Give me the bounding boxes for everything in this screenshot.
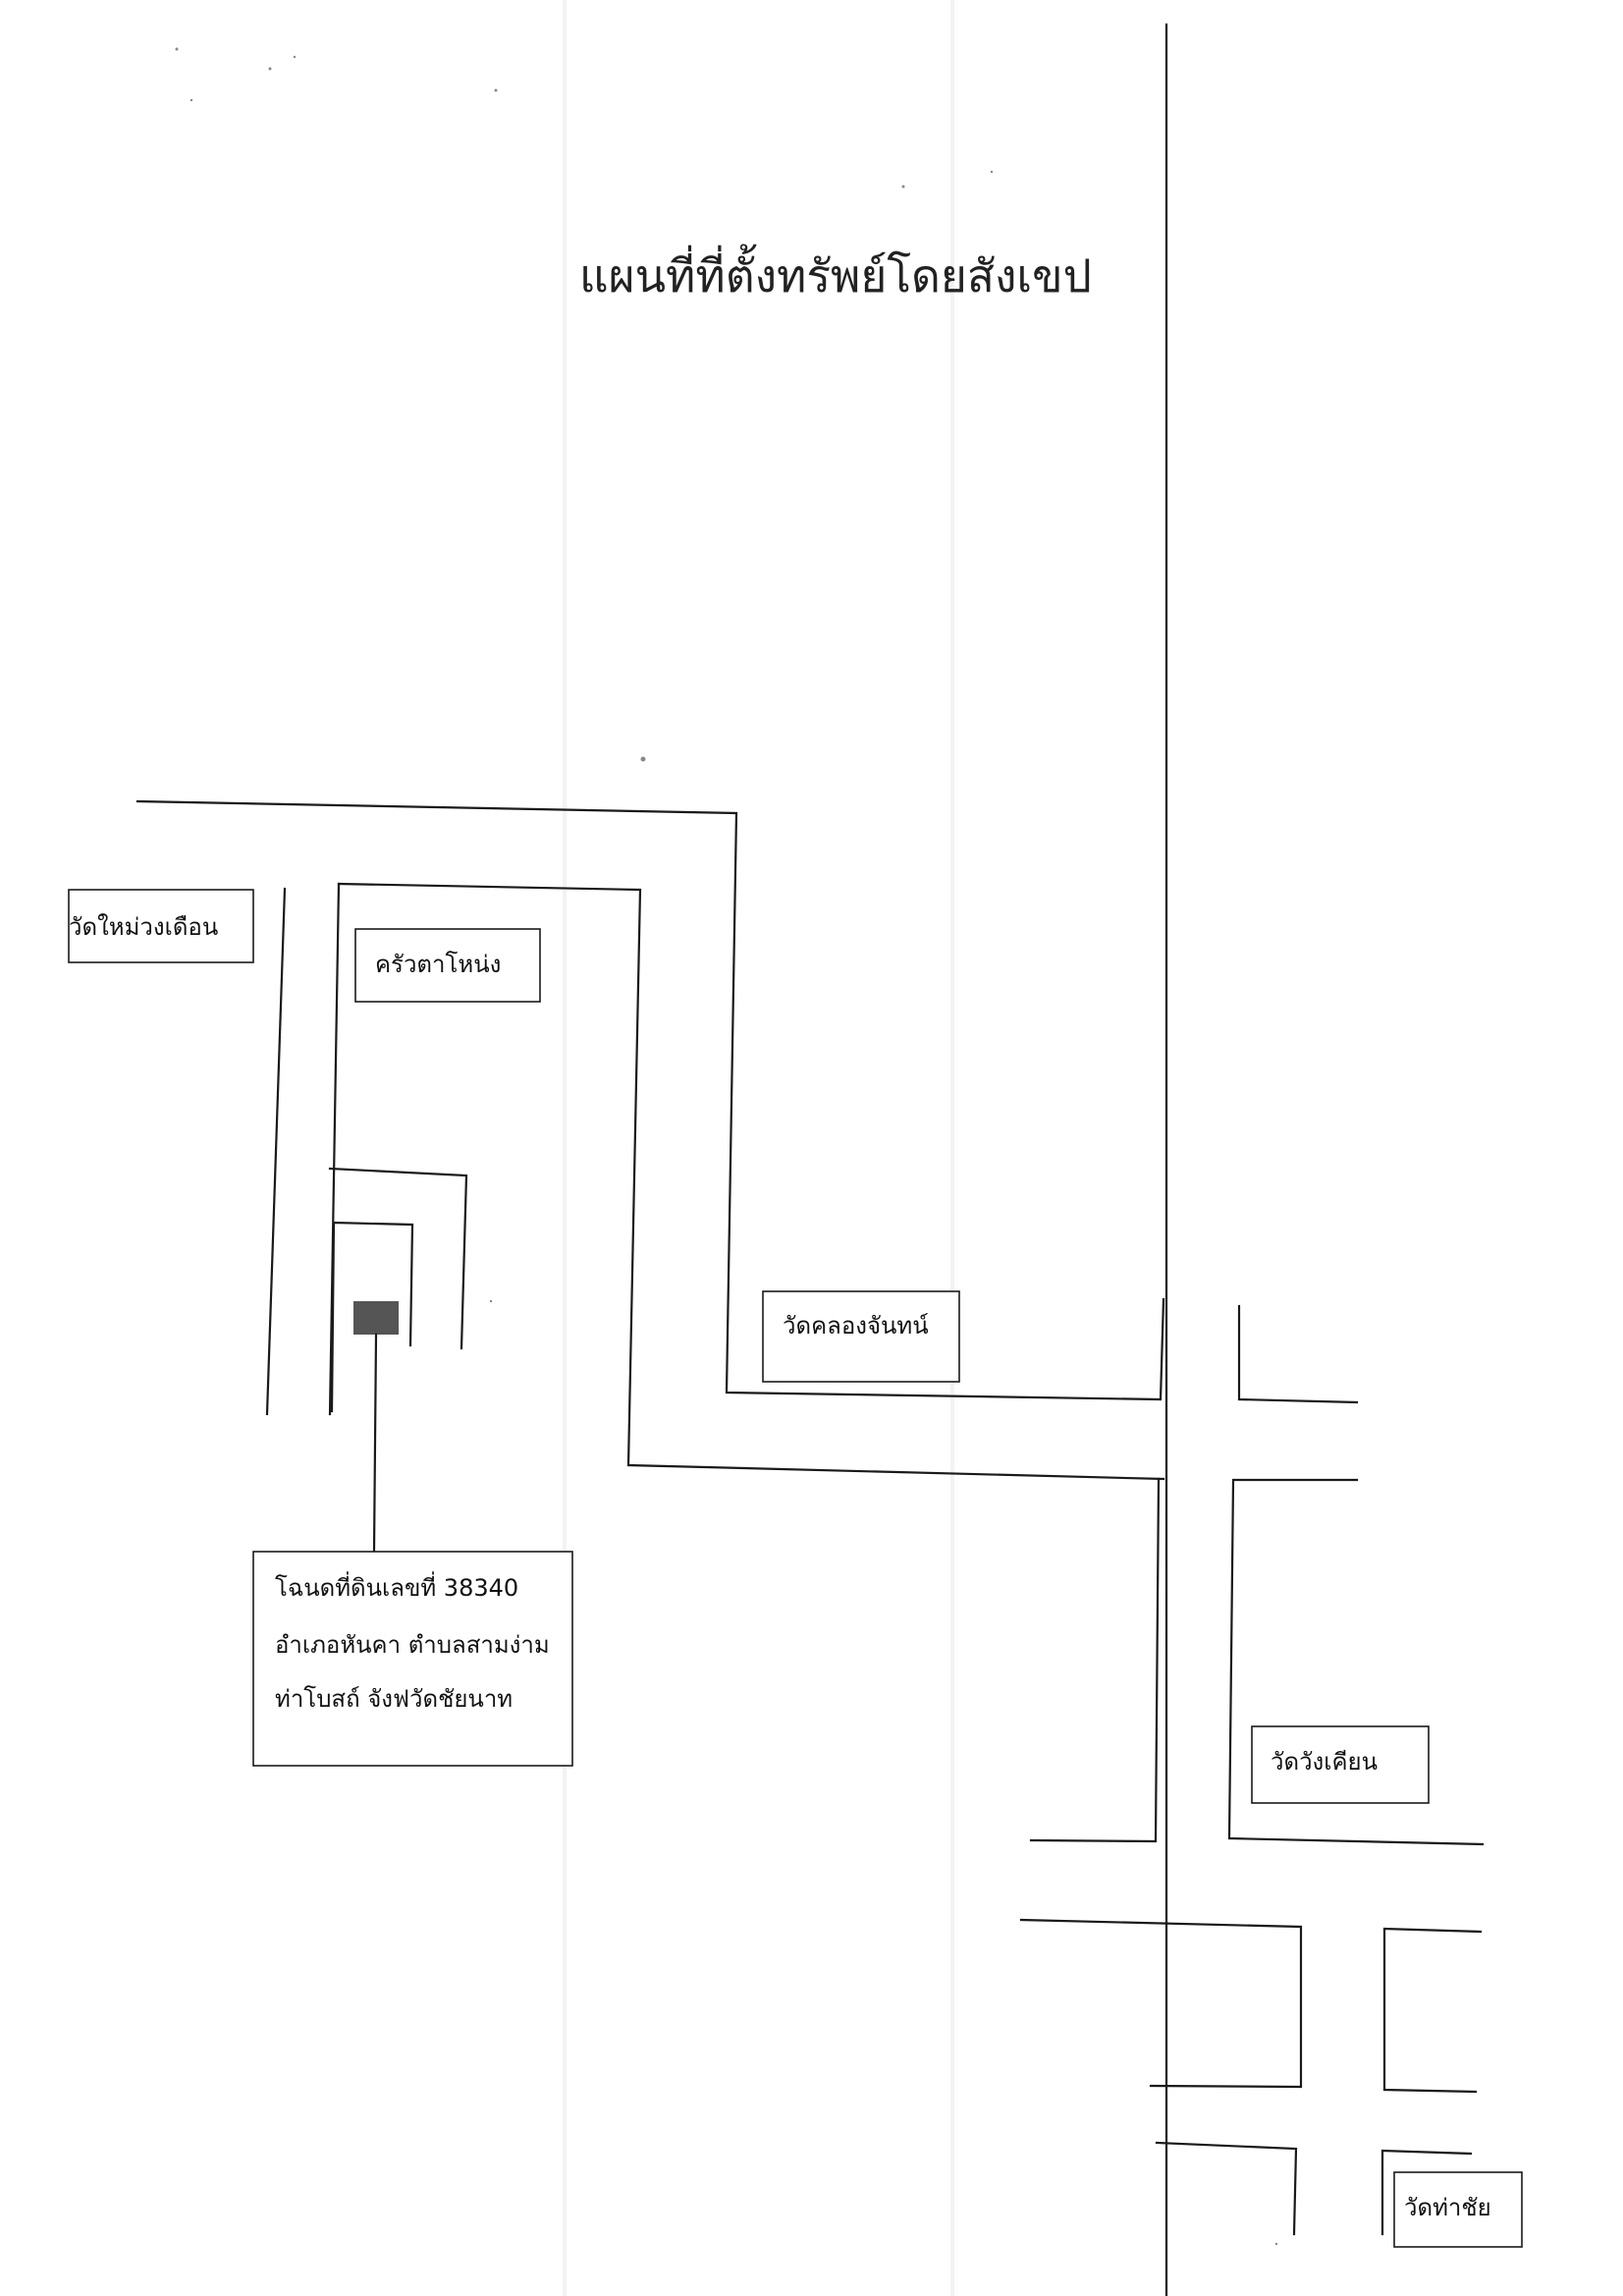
landmark-label: วัดท่าชัย — [1404, 2194, 1491, 2221]
road-soi — [328, 882, 341, 1416]
property-district: อำเภอหันคา ตำบลสามง่าม — [275, 1631, 550, 1659]
road-segment — [1159, 1297, 1165, 1401]
road-inner-loop — [337, 882, 1165, 1481]
road-bottom-right — [1380, 2149, 1473, 2236]
road-soi-branch — [328, 1167, 468, 1350]
landmark-label: วัดวังเคียน — [1271, 1748, 1378, 1776]
property-province: ท่าโบสถ์ จังฟวัดชัยนาท — [275, 1685, 513, 1713]
property-pointer-line — [372, 1333, 378, 1554]
road-soi-loop — [330, 1221, 414, 1413]
landmark-box — [1251, 1725, 1430, 1804]
road-left-vertical — [265, 887, 287, 1416]
road-right-upper — [1237, 1304, 1359, 1404]
landmark-wat-mai-muang-duean: วัดใหม่วงเดือน — [68, 889, 254, 963]
road-lower-right — [1382, 1927, 1483, 2094]
property-info-box: โฉนดที่ดินเลขที่ 38340 อำเภอหันคา ตำบลสา… — [252, 1551, 573, 1767]
road-right-middle — [1227, 1478, 1485, 1846]
property-info-frame — [252, 1551, 573, 1767]
landmark-box — [762, 1290, 960, 1383]
landmark-label: วัดคลองจันทน์ — [783, 1312, 929, 1339]
road-lower-left — [1019, 1918, 1303, 2089]
map-title: แผนที่ที่ตั้งทรัพย์โดยสังเขป — [579, 244, 1092, 302]
landmark-label: วัดใหม่วงเดือน — [69, 913, 218, 941]
landmark-wat-tha-chai: วัดท่าชัย — [1393, 2171, 1523, 2248]
road-outer-loop — [135, 799, 1161, 1401]
road-bottom-left — [1155, 2141, 1298, 2236]
scan-specks — [175, 47, 1278, 2246]
landmark-khrua-ta-nong: ครัวตาโหน่ง — [354, 928, 541, 1003]
landmark-box — [68, 889, 254, 963]
property-marker — [353, 1301, 399, 1335]
property-title-deed: โฉนดที่ดินเลขที่ 38340 — [275, 1571, 518, 1602]
landmark-wat-wang-khian: วัดวังเคียน — [1251, 1725, 1430, 1804]
road-segment — [1029, 1477, 1161, 1843]
landmark-box — [1393, 2171, 1523, 2248]
landmark-box — [354, 928, 541, 1003]
landmark-wat-khlong-chan: วัดคลองจันทน์ — [762, 1290, 960, 1383]
landmark-label: ครัวตาโหน่ง — [375, 951, 501, 978]
